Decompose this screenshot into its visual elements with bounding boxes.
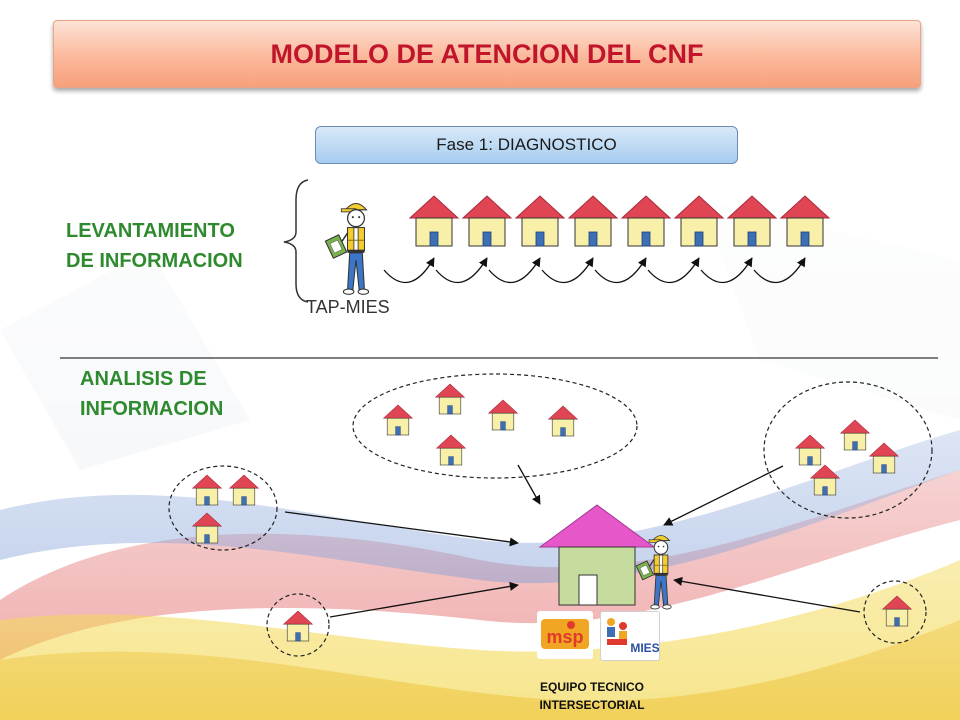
house-row xyxy=(409,195,830,247)
visit-path-arrows xyxy=(383,257,806,284)
page-title: MODELO DE ATENCION DEL CNF xyxy=(270,38,704,69)
house-icon xyxy=(436,434,466,466)
house-cluster-bottom-right xyxy=(863,580,927,644)
house-cluster-top xyxy=(352,373,638,479)
house-icon xyxy=(409,195,459,247)
house-icon xyxy=(840,419,870,451)
msp-logo: msp xyxy=(537,611,593,659)
house-group-left xyxy=(192,474,259,544)
title-banner: MODELO DE ATENCION DEL CNF xyxy=(53,20,921,88)
house-icon xyxy=(621,195,671,247)
analisis-label: ANALISIS DE INFORMACION xyxy=(80,364,223,424)
house-icon xyxy=(548,405,578,437)
central-house-icon xyxy=(538,504,656,606)
levantamiento-line2: DE INFORMACION xyxy=(66,250,243,272)
house-icon xyxy=(462,195,512,247)
levantamiento-line1: LEVANTAMIENTO xyxy=(66,220,235,242)
grouping-brace xyxy=(283,179,309,303)
equipo-label: EQUIPO TECNICO INTERSECTORIAL xyxy=(520,678,664,714)
levantamiento-label: LEVANTAMIENTO DE INFORMACION xyxy=(66,216,243,276)
msp-logo-text: msp xyxy=(546,627,583,647)
analisis-line1: ANALISIS DE xyxy=(80,368,207,390)
house-icon xyxy=(810,464,840,496)
house-icon xyxy=(795,434,825,466)
house-icon xyxy=(435,383,465,415)
house-group-top xyxy=(383,383,578,466)
house-icon xyxy=(727,195,777,247)
house-icon xyxy=(229,474,259,506)
house-icon xyxy=(869,442,899,474)
phase-label: Fase 1: DIAGNOSTICO xyxy=(436,135,617,154)
tap-mies-label: TAP-MIES xyxy=(306,297,390,317)
equipo-line2: INTERSECTORIAL xyxy=(539,698,645,712)
house-icon xyxy=(488,399,518,431)
analysis-arrows xyxy=(284,464,861,618)
house-cluster-left xyxy=(168,465,278,551)
house-icon xyxy=(192,474,222,506)
house-icon xyxy=(780,195,830,247)
house-icon xyxy=(283,610,313,642)
equipo-line1: EQUIPO TECNICO xyxy=(539,680,644,694)
house-icon xyxy=(568,195,618,247)
mies-logo-text: MIES xyxy=(630,641,659,655)
house-icon xyxy=(674,195,724,247)
mies-logo-mark: MIES xyxy=(607,618,660,655)
house-icon xyxy=(383,404,413,436)
analisis-line2: INFORMACION xyxy=(80,398,224,420)
house-icon xyxy=(192,512,222,544)
msp-logo-mark: msp xyxy=(541,619,589,649)
house-icon xyxy=(515,195,565,247)
mies-logo: MIES xyxy=(600,611,660,661)
house-cluster-right xyxy=(763,381,933,519)
house-group-right xyxy=(795,419,899,496)
house-icon xyxy=(882,595,912,627)
phase-label-box: Fase 1: DIAGNOSTICO xyxy=(315,126,738,164)
house-cluster-bottom-left xyxy=(266,593,330,657)
field-worker-icon xyxy=(324,202,370,296)
